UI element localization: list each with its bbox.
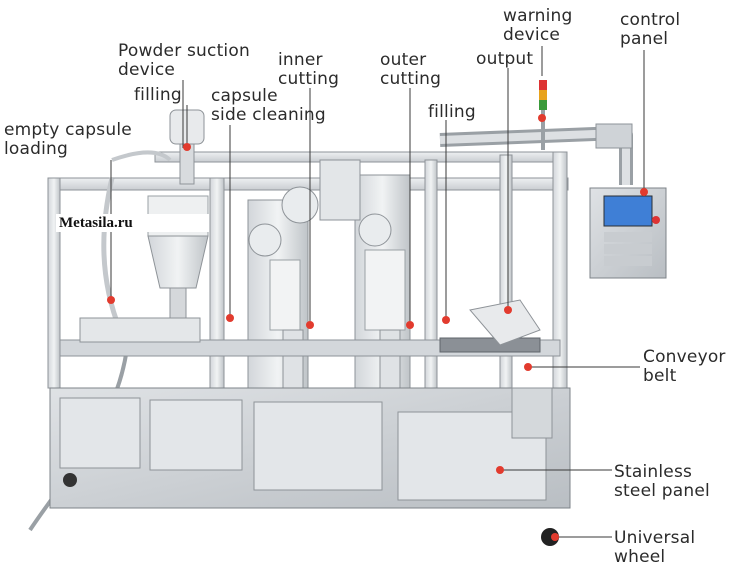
point-markers <box>107 114 648 541</box>
marker-side-cleaning <box>226 314 234 322</box>
warning-light <box>539 80 547 150</box>
label-filling-left: filling <box>134 85 182 105</box>
label-universal-wheel: Universal wheel <box>614 528 696 567</box>
label-conveyor-belt: Conveyor belt <box>643 347 726 386</box>
label-empty-capsule-loading: empty capsule loading <box>4 120 132 159</box>
control-panel <box>589 187 667 279</box>
marker-empty-capsule <box>107 296 115 304</box>
marker-output <box>504 306 512 314</box>
label-control-panel: control panel <box>620 10 681 49</box>
cutting-columns <box>247 159 411 396</box>
working-table <box>59 299 561 357</box>
marker-outer-cutting <box>406 321 414 329</box>
overhead-pipe <box>439 123 633 185</box>
label-warning-device: warning device <box>503 6 573 45</box>
marker-inner-cutting <box>306 321 314 329</box>
label-stainless-steel-panel: Stainless steel panel <box>614 462 710 501</box>
label-inner-cutting: inner cutting <box>278 50 340 89</box>
marker-powder-suction <box>183 143 191 151</box>
label-powder-suction: Powder suction device <box>118 41 250 80</box>
marker-warning <box>538 114 546 122</box>
label-output: output <box>476 49 534 69</box>
stainless-cabinet <box>49 387 571 546</box>
marker-conveyor <box>524 363 532 371</box>
watermark: Metasila.ru <box>56 214 209 232</box>
label-filling-right: filling <box>428 102 476 122</box>
leader-lines <box>110 46 645 538</box>
marker-stainless <box>496 466 504 474</box>
marker-control-panel <box>640 188 648 196</box>
marker-wheel <box>551 533 559 541</box>
label-capsule-side-cleaning: capsule side cleaning <box>211 86 326 125</box>
label-outer-cutting: outer cutting <box>380 50 442 89</box>
marker-filling <box>442 316 450 324</box>
